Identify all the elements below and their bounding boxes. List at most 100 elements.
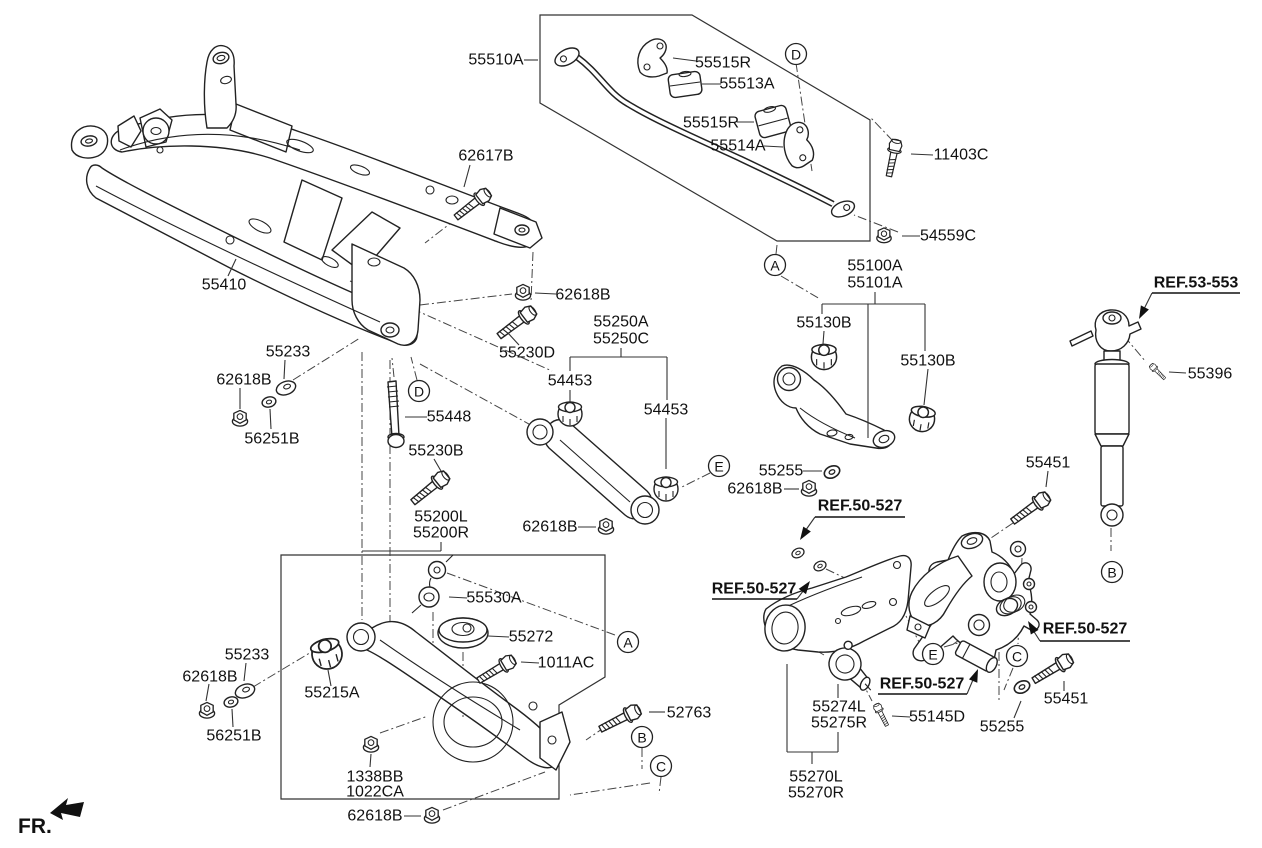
- part-label-55515R: 55515R: [695, 55, 751, 72]
- nut-62618B-left: [231, 409, 249, 427]
- washer-55255-upper: [821, 462, 843, 482]
- part-label-55101A: 55101A: [847, 275, 902, 292]
- crossmember-55410-drawing: [70, 44, 543, 346]
- fr-indicator: FR.: [18, 798, 84, 838]
- part-label-55513A: 55513A: [719, 76, 774, 93]
- bolt-1011AC: [473, 651, 520, 688]
- ref-arrowheads: [798, 305, 1149, 683]
- washer-56251B-upper: [260, 394, 278, 410]
- part-label-62617B: 62617B: [458, 148, 513, 165]
- part-label-1022CA: 1022CA: [346, 784, 404, 801]
- part-label-62618B: 62618B: [522, 519, 577, 536]
- part-label-1338BB: 1338BB: [347, 769, 404, 786]
- callout-circle-A: [616, 630, 640, 654]
- nut-62618B-top: [514, 283, 532, 301]
- part-label-55396: 55396: [1188, 366, 1233, 383]
- callout-letter-B: B: [637, 730, 646, 746]
- part-label-55270R: 55270R: [788, 785, 844, 802]
- part-label-52763: 52763: [667, 705, 712, 722]
- bracket-55514A-drawing: [783, 121, 815, 169]
- part-label-55514A: 55514A: [710, 138, 765, 155]
- ref-labels-layer: REF.53-553REF.50-527REF.50-527REF.50-527…: [712, 275, 1240, 695]
- part-label-55448: 55448: [427, 409, 472, 426]
- stabilizer-bar-55510A-drawing: [554, 38, 856, 218]
- callout-letter-E: E: [714, 459, 723, 475]
- part-label-55255: 55255: [759, 463, 804, 480]
- part-label-55530A: 55530A: [466, 590, 521, 607]
- stabilizer-link-55530A-drawing: [411, 554, 454, 614]
- callout-letter-D: D: [414, 384, 424, 400]
- ref-label-3: REF.50-527: [880, 676, 965, 693]
- bushing-54453-left: [557, 401, 583, 427]
- part-label-1011AC: 1011AC: [538, 655, 595, 672]
- ref-arrowhead-53-553: [1139, 305, 1149, 319]
- part-label-55510A: 55510A: [468, 52, 523, 69]
- part-label-55230D: 55230D: [499, 345, 555, 362]
- part-label-55200L: 55200L: [414, 509, 467, 526]
- callout-circle-A: [763, 253, 787, 277]
- ref-arrowhead-50-527-b: [798, 581, 810, 595]
- bolt-55230D: [493, 302, 540, 344]
- washer-55255-lower: [1011, 677, 1033, 697]
- nut-54559C: [876, 227, 892, 244]
- bracket-55515R-drawing: [637, 38, 668, 78]
- part-label-56251B: 56251B: [206, 728, 261, 745]
- part-label-55130B: 55130B: [900, 353, 955, 370]
- callout-circle-C: [649, 754, 673, 778]
- callout-circle-D: [407, 379, 431, 403]
- callout-letter-E: E: [928, 647, 937, 663]
- leader-lines: [205, 57, 1187, 817]
- part-label-54559C: 54559C: [920, 228, 976, 245]
- ref-label-4: REF.50-527: [1043, 621, 1128, 638]
- bolt-11403C: [881, 137, 905, 179]
- callout-circle-C: [1005, 644, 1029, 668]
- part-label-55200R: 55200R: [413, 525, 469, 542]
- screw-55396: [1147, 361, 1168, 382]
- callout-circle-D: [784, 42, 808, 66]
- callout-letter-C: C: [1012, 649, 1022, 665]
- washer-ref-1: [789, 545, 807, 561]
- part-label-55130B: 55130B: [796, 315, 851, 332]
- shock-absorber-drawing: [1069, 309, 1142, 527]
- washer-56251B-lower: [222, 694, 240, 710]
- ref-arrowhead-50-527-a: [800, 526, 811, 540]
- bushing-55215A: [307, 634, 347, 674]
- part-label-62618B: 62618B: [555, 287, 610, 304]
- callout-letter-A: A: [770, 258, 780, 274]
- bolt-55230B: [407, 467, 454, 510]
- fr-arrow-icon: [50, 798, 84, 820]
- callout-letter-A: A: [623, 635, 633, 651]
- callout-letter-C: C: [656, 759, 666, 775]
- callout-circle-B: [630, 725, 654, 749]
- callout-letter-B: B: [1107, 565, 1116, 581]
- part-label-55515R: 55515R: [683, 115, 739, 132]
- ref-arrowhead-50-527-d: [1028, 621, 1039, 635]
- part-label-55274L: 55274L: [812, 699, 865, 716]
- part-label-55275R: 55275R: [811, 715, 867, 732]
- ref-label-0: REF.53-553: [1154, 275, 1239, 292]
- part-label-55250A: 55250A: [593, 314, 648, 331]
- ref-label-1: REF.50-527: [818, 498, 903, 515]
- part-label-54453: 54453: [548, 373, 593, 390]
- stabilizer-bar-group-box: [539, 14, 871, 242]
- nut-62618B-right: [800, 479, 818, 497]
- part-label-55451: 55451: [1044, 691, 1089, 708]
- part-label-54453: 54453: [644, 402, 689, 419]
- bushing-55130B-right: [906, 403, 938, 435]
- part-label-55272: 55272: [509, 629, 554, 646]
- callout-circle-E: [707, 454, 731, 478]
- ref-label-2: REF.50-527: [712, 581, 797, 598]
- knuckle-drawing: [906, 531, 1040, 667]
- upper-arm-55100A-drawing: [773, 364, 896, 450]
- bushing-54453-right: [653, 476, 679, 502]
- part-label-55410: 55410: [202, 277, 247, 294]
- part-label-62618B: 62618B: [216, 372, 271, 389]
- stud-55448-drawing: [386, 380, 405, 449]
- bolt-55145D: [871, 701, 892, 728]
- bushing-55513A-drawing: [667, 70, 703, 99]
- part-label-55255: 55255: [980, 719, 1025, 736]
- nut-1338BB: [362, 735, 380, 753]
- assist-link-55250-drawing: [526, 418, 660, 525]
